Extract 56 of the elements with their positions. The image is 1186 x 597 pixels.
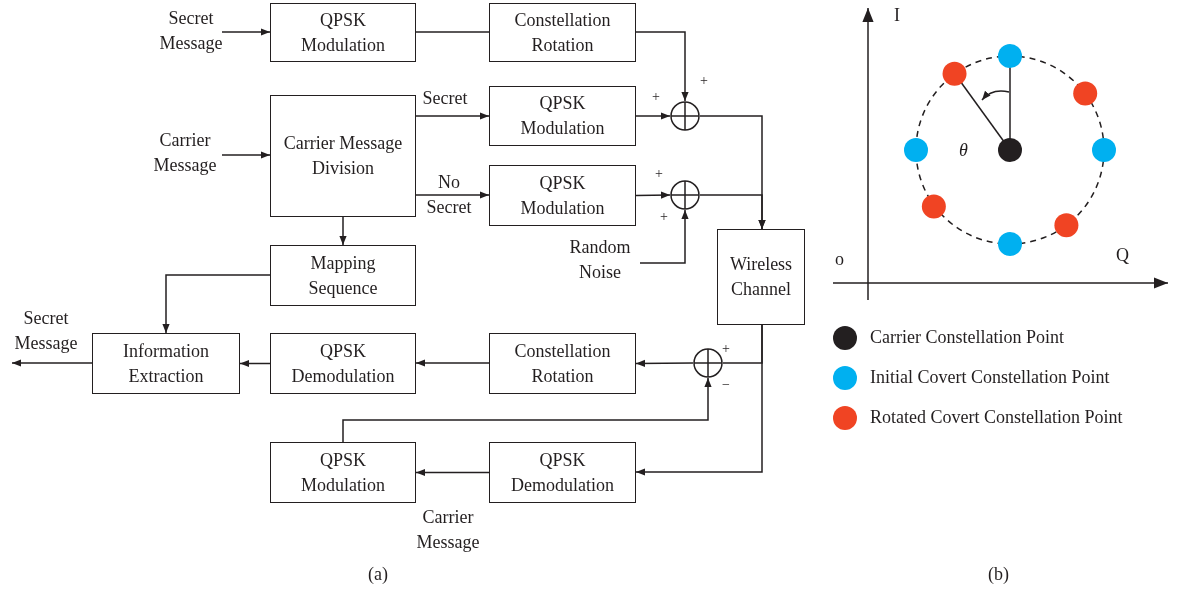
arrow	[699, 194, 766, 230]
legend-label: Rotated Covert Constellation Point	[870, 406, 1123, 429]
arrow	[415, 191, 490, 199]
arrow	[162, 274, 271, 334]
panel-label: (a)	[368, 563, 388, 585]
sign-label: +	[722, 340, 730, 358]
process-box: Constellation Rotation	[489, 3, 636, 62]
arrow	[221, 151, 271, 159]
edge-label: Carrier Message	[415, 506, 481, 554]
summing-junction	[670, 101, 700, 131]
process-box: Mapping Sequence	[270, 245, 416, 306]
arrow	[239, 359, 271, 368]
arrow	[339, 216, 347, 246]
axis-label: Q	[1116, 244, 1129, 266]
arrow	[221, 28, 271, 36]
arrow	[11, 359, 93, 367]
process-box: Information Extraction	[92, 333, 240, 394]
angle-label: θ	[959, 139, 968, 161]
summing-junction	[670, 180, 700, 210]
arrow	[635, 191, 671, 199]
sign-label: −	[722, 376, 730, 394]
process-box: QPSK Modulation	[489, 165, 636, 226]
axis-label: I	[894, 4, 900, 26]
process-box: Carrier Message Division	[270, 95, 416, 217]
arrow	[635, 324, 763, 476]
connector-line	[415, 31, 490, 33]
signal-label: Carrier Message	[148, 128, 222, 180]
sign-label: +	[655, 165, 663, 183]
edge-label: Secret	[421, 87, 469, 110]
legend-label: Carrier Constellation Point	[870, 326, 1064, 349]
process-box: Constellation Rotation	[489, 333, 636, 394]
sign-label: +	[652, 88, 660, 106]
process-box: QPSK Demodulation	[489, 442, 636, 503]
arrow	[342, 377, 712, 443]
process-box: Wireless Channel	[717, 229, 805, 325]
process-box: QPSK Demodulation	[270, 333, 416, 394]
process-box: QPSK Modulation	[270, 3, 416, 62]
signal-label: Random Noise	[560, 235, 640, 285]
axis-label: o	[835, 248, 844, 270]
sign-label: +	[660, 208, 668, 226]
summing-junction	[693, 348, 723, 378]
arrow	[635, 31, 689, 102]
process-box: QPSK Modulation	[270, 442, 416, 503]
arrow	[415, 359, 490, 367]
legend-label: Initial Covert Constellation Point	[870, 366, 1110, 389]
signal-label: Secret Message	[12, 306, 80, 366]
arrow	[635, 359, 694, 367]
arrow	[415, 112, 490, 120]
arrow	[635, 112, 671, 120]
signal-label: Secret Message	[160, 6, 222, 58]
arrow	[415, 468, 490, 477]
sign-label: +	[700, 72, 708, 90]
arrow	[639, 209, 689, 264]
edge-label: No Secret	[425, 171, 473, 219]
panel-label: (b)	[988, 563, 1009, 585]
process-box: QPSK Modulation	[489, 86, 636, 146]
